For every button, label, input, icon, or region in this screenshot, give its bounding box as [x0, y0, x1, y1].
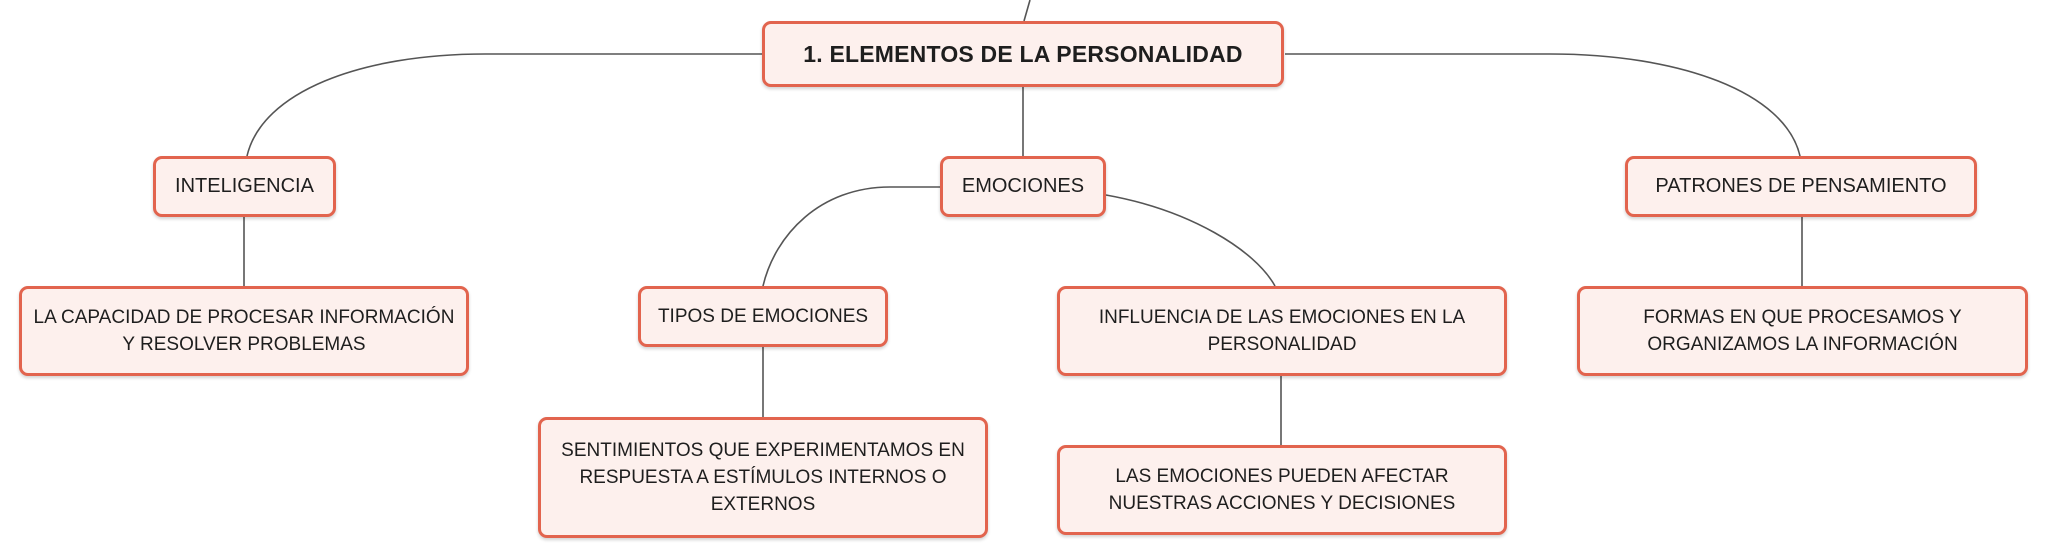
connector-root-parent [1023, 0, 1031, 22]
node-inteligencia[interactable]: INTELIGENCIA [153, 156, 336, 217]
node-tipos-emociones[interactable]: TIPOS DE EMOCIONES [638, 286, 888, 347]
connector-emociones-influencia [1105, 194, 1276, 287]
node-patrones-definicion[interactable]: FORMAS EN QUE PROCESAMOS Y ORGANIZAMOS L… [1577, 286, 2028, 376]
node-inteligencia-definicion[interactable]: LA CAPACIDAD DE PROCESAR INFORMACIÓN Y R… [19, 286, 469, 376]
connector-emociones-tipos [762, 186, 940, 287]
node-tipos-definicion[interactable]: SENTIMIENTOS QUE EXPERIMENTAMOS EN RESPU… [538, 417, 988, 538]
node-patrones-pensamiento[interactable]: PATRONES DE PENSAMIENTO [1625, 156, 1977, 217]
node-influencia-emociones[interactable]: INFLUENCIA DE LAS EMOCIONES EN LA PERSON… [1057, 286, 1507, 376]
connector-root-inteligencia [246, 53, 762, 157]
node-influencia-definicion[interactable]: LAS EMOCIONES PUEDEN AFECTAR NUESTRAS AC… [1057, 445, 1507, 535]
node-elementos-personalidad[interactable]: 1. ELEMENTOS DE LA PERSONALIDAD [762, 21, 1284, 87]
connector-root-patrones [1285, 53, 1801, 157]
node-emociones[interactable]: EMOCIONES [940, 156, 1106, 217]
